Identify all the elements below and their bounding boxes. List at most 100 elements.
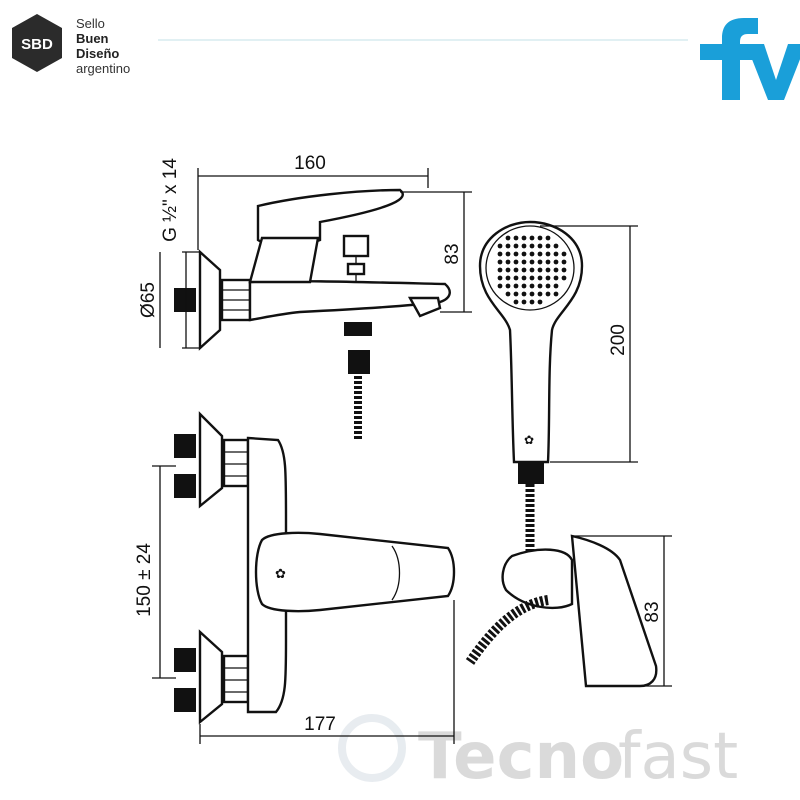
front-connector-bottom — [222, 654, 250, 704]
shower-nozzle — [529, 283, 535, 289]
sbd-badge: SBD Sello Buen Diseño argentino — [12, 14, 130, 76]
side-lever-neck — [248, 236, 320, 284]
dims-front-view: 150 ± 24 177 — [134, 465, 455, 744]
watermark-fast: fast — [618, 720, 738, 794]
front-escutcheon-bottom — [198, 629, 224, 725]
shower-nozzle — [521, 235, 527, 241]
holder-cup — [501, 548, 574, 610]
shower-nozzle — [521, 299, 527, 305]
sbd-line2: Buen — [76, 31, 109, 46]
shower-nozzle — [505, 275, 511, 281]
shower-nozzle — [545, 283, 551, 289]
side-diverter-base — [346, 262, 366, 276]
shower-nozzle — [553, 243, 559, 249]
shower-nozzle — [505, 251, 511, 257]
shower-nozzle — [521, 275, 527, 281]
side-hose-outlet — [344, 322, 372, 336]
shower-nozzle — [545, 275, 551, 281]
holder-hose — [465, 595, 549, 665]
shower-nozzle — [521, 259, 527, 265]
fv-logo-v — [746, 44, 800, 100]
dims-shower: 200 — [540, 225, 638, 463]
front-lever — [254, 531, 456, 613]
shower-nozzle — [521, 243, 527, 249]
side-view-faucet — [174, 188, 451, 440]
shower-nozzle — [529, 251, 535, 257]
shower-nozzle — [513, 251, 519, 257]
side-thread-nut — [174, 288, 196, 312]
shower-nozzle — [497, 251, 503, 257]
shower-nozzle — [545, 267, 551, 273]
shower-nozzle — [529, 243, 535, 249]
shower-nozzle — [537, 299, 543, 305]
shower-holder — [465, 534, 658, 688]
hand-shower: ✿ — [478, 220, 584, 552]
shower-logo-mark: ✿ — [524, 433, 534, 447]
shower-nozzle — [521, 251, 527, 257]
shower-nozzle — [513, 283, 519, 289]
shower-nozzle — [497, 283, 503, 289]
shower-nozzle — [537, 283, 543, 289]
sbd-line4: argentino — [76, 61, 130, 76]
dim-thread: G ½" x 14 — [160, 158, 181, 242]
side-escutcheon — [198, 249, 222, 351]
shower-nozzle — [529, 267, 535, 273]
shower-nozzle — [537, 259, 543, 265]
dim-holder-height: 83 — [642, 601, 663, 622]
shower-nozzle — [505, 243, 511, 249]
tecnofast-watermark: Tecno fast — [338, 714, 738, 794]
shower-nozzle — [537, 243, 543, 249]
shower-nozzle — [545, 291, 551, 297]
dim-top-height: 83 — [442, 243, 463, 264]
sbd-line1: Sello — [76, 16, 105, 31]
shower-nozzle — [505, 267, 511, 273]
front-view-faucet: ✿ — [174, 411, 456, 725]
side-diverter-knob — [342, 234, 370, 258]
shower-nozzle — [553, 275, 559, 281]
shower-nozzle — [537, 267, 543, 273]
shower-nozzle — [529, 275, 535, 281]
side-spout-tip — [407, 296, 442, 318]
shower-nozzle — [545, 235, 551, 241]
shower-nozzle — [537, 251, 543, 257]
shower-nozzle — [505, 291, 511, 297]
watermark-tecno: Tecno — [418, 720, 624, 794]
shower-nozzle — [513, 259, 519, 265]
shower-nozzle — [545, 259, 551, 265]
shower-body — [478, 220, 584, 464]
dim-front-width: 177 — [304, 714, 336, 735]
dim-center-distance: 150 ± 24 — [134, 543, 155, 617]
shower-nozzle — [537, 275, 543, 281]
front-nut-top-b — [174, 474, 196, 498]
sbd-abbr: SBD — [21, 36, 53, 53]
shower-nozzle — [561, 275, 567, 281]
shower-nozzle — [513, 235, 519, 241]
shower-nozzle — [521, 267, 527, 273]
shower-nozzle — [553, 291, 559, 297]
shower-nozzle — [553, 283, 559, 289]
shower-nozzle — [529, 259, 535, 265]
shower-nozzle — [553, 251, 559, 257]
shower-nozzle — [561, 267, 567, 273]
shower-nozzle — [521, 291, 527, 297]
shower-nozzle — [513, 291, 519, 297]
shower-nozzle — [545, 243, 551, 249]
side-hose-nut — [348, 350, 370, 374]
shower-nozzle — [521, 283, 527, 289]
sbd-line3: Diseño — [76, 46, 119, 61]
shower-nozzle — [505, 235, 511, 241]
shower-nozzle — [513, 267, 519, 273]
dim-shower-length: 200 — [608, 324, 629, 356]
shower-nozzle — [513, 299, 519, 305]
shower-nozzle — [561, 259, 567, 265]
dim-diameter: Ø65 — [138, 282, 159, 318]
dim-top-width: 160 — [294, 153, 326, 174]
shower-nozzles — [497, 235, 567, 305]
shower-nozzle — [537, 291, 543, 297]
shower-nozzle — [561, 251, 567, 257]
shower-nozzle — [529, 299, 535, 305]
shower-nozzle — [553, 267, 559, 273]
shower-nozzle — [529, 235, 535, 241]
shower-face — [485, 225, 575, 311]
